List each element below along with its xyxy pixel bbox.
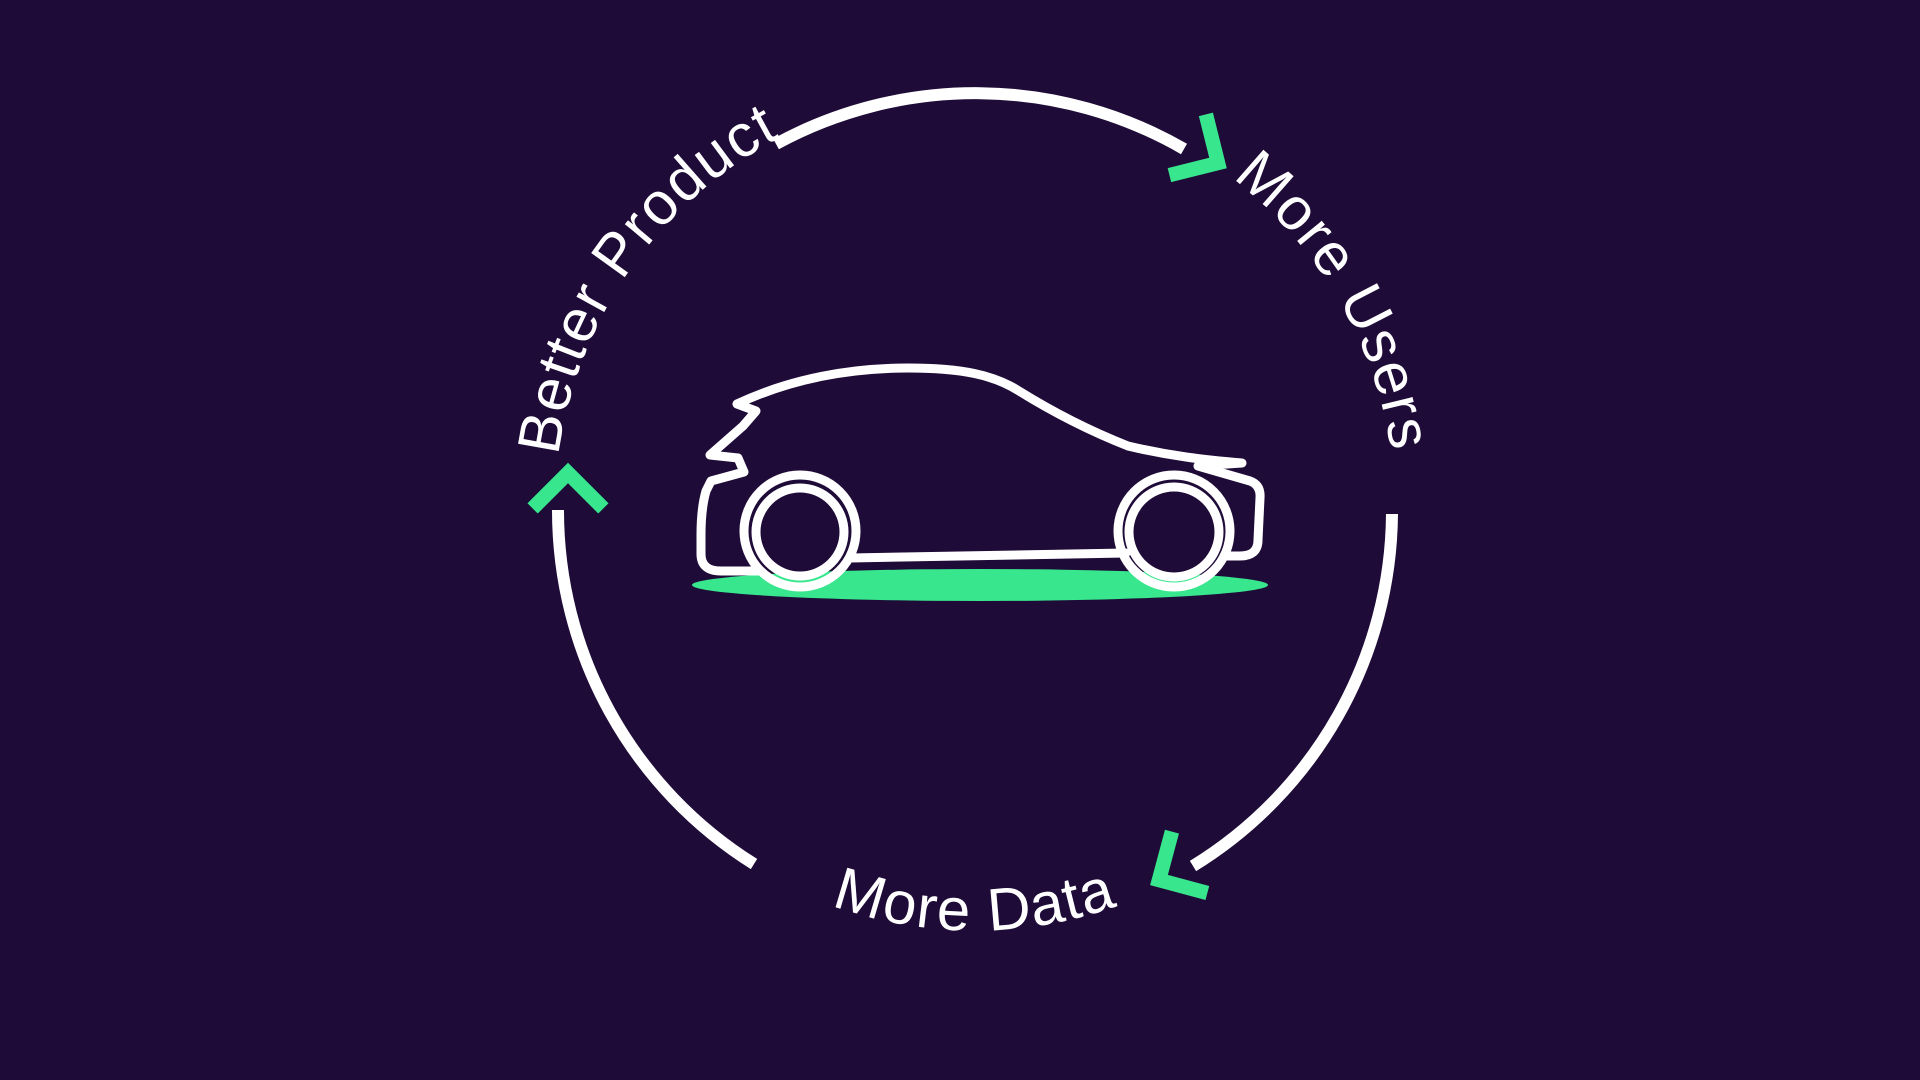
- car-front-wheel-outer: [1113, 470, 1235, 592]
- car-rear-wheel-outer: [739, 470, 861, 592]
- cycle-arc-top: [773, 87, 1187, 155]
- car-rear-wheel-inner: [751, 483, 849, 581]
- car-rocker-line: [845, 548, 1131, 563]
- car-front-wheel-inner: [1124, 482, 1224, 582]
- car-body-outline: [696, 363, 1265, 576]
- arrowhead-left-icon: [533, 473, 604, 508]
- arrowhead-bottom-right-icon: [1141, 832, 1207, 911]
- car-icon: [696, 363, 1265, 592]
- cycle-arc-right: [1189, 513, 1398, 872]
- cycle-arc-left: [551, 509, 758, 870]
- label-more-data: More Data: [827, 854, 1123, 944]
- arrowhead-top-right-icon: [1169, 114, 1236, 193]
- label-more-users: More Users: [1224, 137, 1445, 455]
